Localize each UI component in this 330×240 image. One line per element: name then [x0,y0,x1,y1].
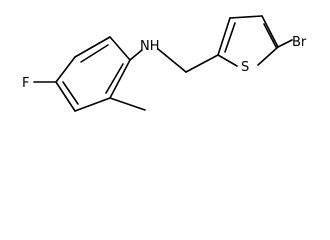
ring-bond [109,59,131,99]
ring-double-bond [105,63,124,94]
ring-bond [109,36,131,61]
amine-ring-bond [129,49,143,61]
amine-label: NH [140,39,160,54]
methylene-thiophene-bond [185,54,219,73]
bromo-bond [277,39,293,48]
ring-double-bond [80,44,109,63]
ring-bond [217,17,231,56]
ring-bond [261,15,279,48]
ring-double-bond [263,23,277,48]
ring-double-bond [62,81,79,105]
ring-bond [229,15,263,19]
bromine-label: Br [292,35,307,50]
ring-bond [55,81,76,112]
ring-bond [257,46,279,66]
ring-double-bond [224,22,236,53]
molecule-structure: F NH S Br [22,15,307,112]
benzene-ring [55,36,131,112]
ring-bond [55,56,76,83]
sulfur-label: S [241,60,249,75]
methyl-bond [109,97,146,111]
amine-methylene-bond [157,48,187,73]
ring-bond [74,97,111,112]
fluorine-label: F [22,76,29,91]
ring-bond [74,36,111,58]
thiophene-ring [217,15,279,67]
ring-bond [217,54,238,67]
structure-canvas: F NH S Br [22,15,307,112]
